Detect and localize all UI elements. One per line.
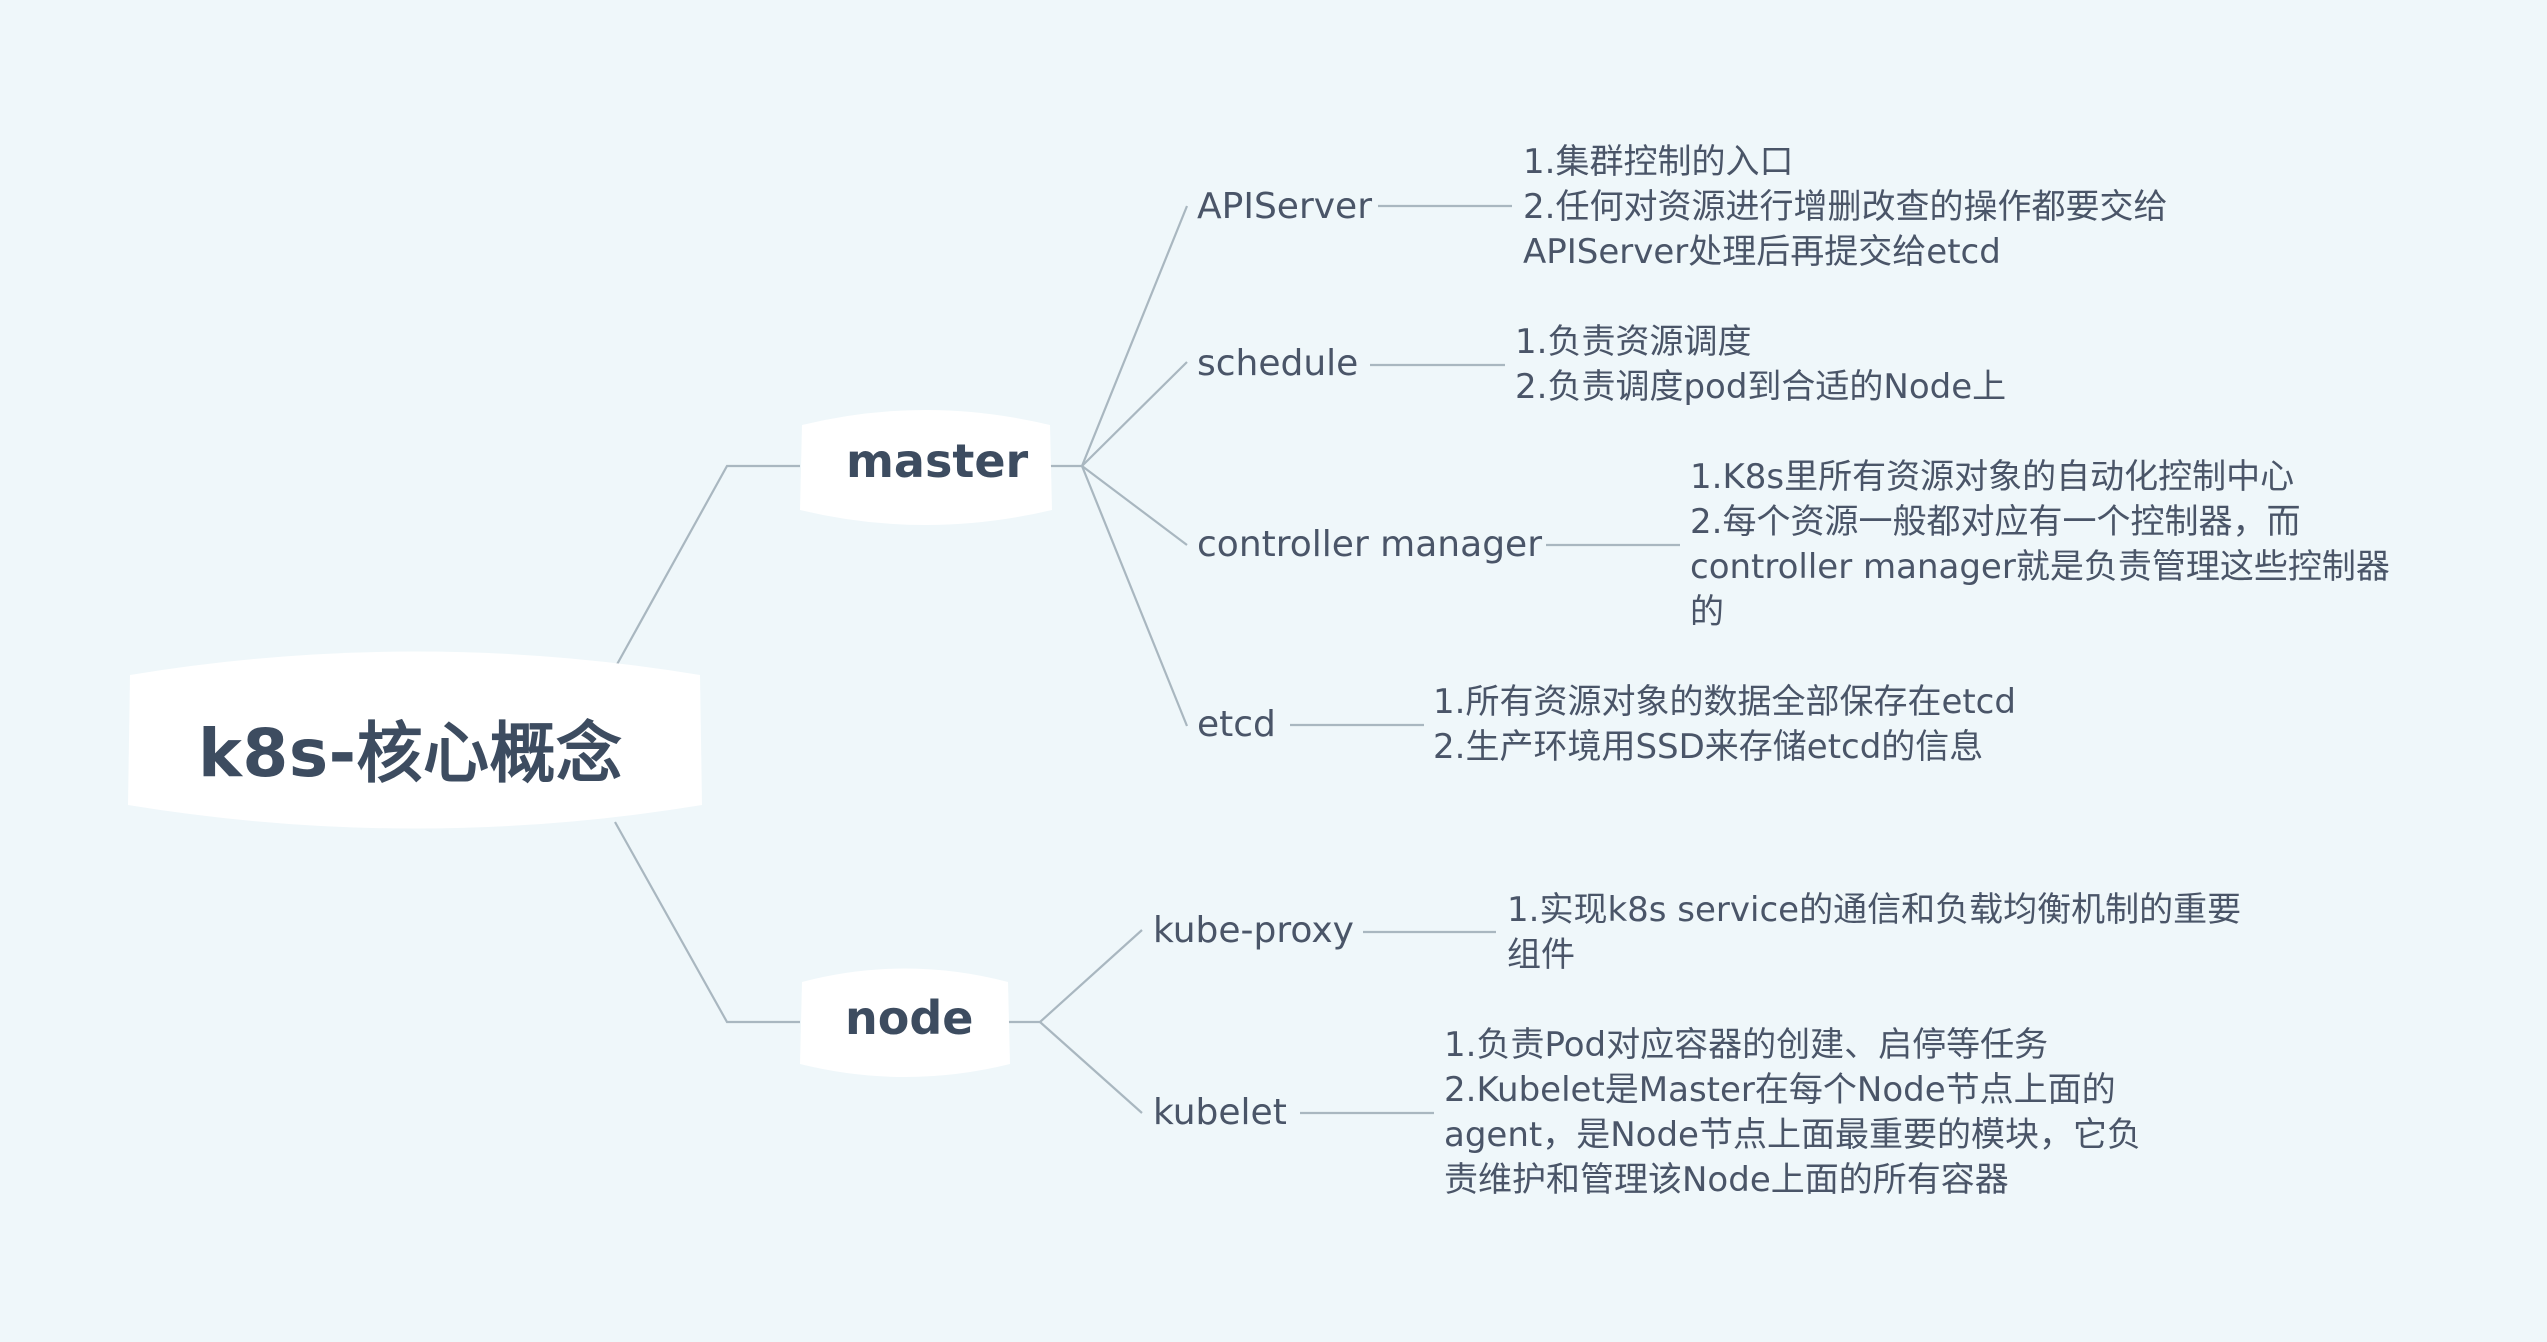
kube-proxy-notes: 1.实现k8s service的通信和负载均衡机制的重要 组件 [1507, 888, 2241, 978]
note-line: 2.每个资源一般都对应有一个控制器，而 [1690, 502, 2301, 542]
edge-root-master [614, 464, 800, 669]
etcd-notes: 1.所有资源对象的数据全部保存在etcd 2.生产环境用SSD来存储etcd的信… [1433, 680, 2016, 770]
note-line: 组件 [1507, 935, 1575, 975]
edge-node-kube-proxy [1008, 929, 1143, 1024]
note-line: 2.任何对资源进行增删改查的操作都要交给 [1523, 187, 2168, 227]
root-title[interactable]: k8s-核心概念 [198, 715, 623, 792]
note-line: agent，是Node节点上面最重要的模块，它负 [1444, 1115, 2141, 1155]
component-kubelet[interactable]: kubelet [1153, 1092, 1287, 1133]
note-line: APIServer处理后再提交给etcd [1523, 232, 2001, 272]
component-kube-proxy[interactable]: kube-proxy [1153, 910, 1354, 951]
apiserver-notes: 1.集群控制的入口 2.任何对资源进行增删改查的操作都要交给 APIServer… [1523, 140, 2167, 275]
note-line: 1.所有资源对象的数据全部保存在etcd [1433, 682, 2016, 722]
edge-master-etcd [1080, 465, 1189, 727]
controller-manager-notes: 1.K8s里所有资源对象的自动化控制中心 2.每个资源一般都对应有一个控制器，而… [1690, 455, 2390, 635]
note-line: 2.生产环境用SSD来存储etcd的信息 [1433, 727, 1984, 767]
edge-master-apiserver [1050, 205, 1189, 468]
note-line: 1.实现k8s service的通信和负载均衡机制的重要 [1507, 890, 2242, 930]
note-line: 2.Kubelet是Master在每个Node节点上面的 [1444, 1070, 2116, 1110]
note-line: 1.集群控制的入口 [1523, 142, 1794, 182]
note-line: 的 [1690, 592, 1724, 632]
schedule-notes: 1.负责资源调度 2.负责调度pod到合适的Node上 [1515, 320, 2006, 410]
note-line: controller manager就是负责管理这些控制器 [1690, 547, 2390, 587]
component-schedule[interactable]: schedule [1197, 343, 1359, 384]
kubelet-notes: 1.负责Pod对应容器的创建、启停等任务 2.Kubelet是Master在每个… [1444, 1023, 2141, 1203]
note-line: 责维护和管理该Node上面的所有容器 [1444, 1160, 2009, 1200]
edge-node-kubelet [1039, 1021, 1143, 1114]
component-etcd[interactable]: etcd [1197, 704, 1276, 745]
edge-master-controller-manager [1081, 465, 1188, 546]
root-node-shape [128, 651, 702, 829]
edge-master-schedule [1081, 361, 1188, 467]
master-node-shape [800, 410, 1052, 525]
note-line: 1.负责资源调度 [1515, 322, 1752, 362]
branch-node[interactable]: node [845, 991, 974, 1045]
node-node-shape [800, 968, 1010, 1077]
component-controller-manager[interactable]: controller manager [1197, 524, 1542, 565]
edge-root-node [614, 821, 800, 1024]
branch-master[interactable]: master [846, 434, 1029, 488]
note-line: 1.K8s里所有资源对象的自动化控制中心 [1690, 457, 2295, 497]
note-line: 1.负责Pod对应容器的创建、启停等任务 [1444, 1025, 2049, 1065]
component-apiserver[interactable]: APIServer [1197, 186, 1373, 227]
note-line: 2.负责调度pod到合适的Node上 [1515, 367, 2007, 407]
